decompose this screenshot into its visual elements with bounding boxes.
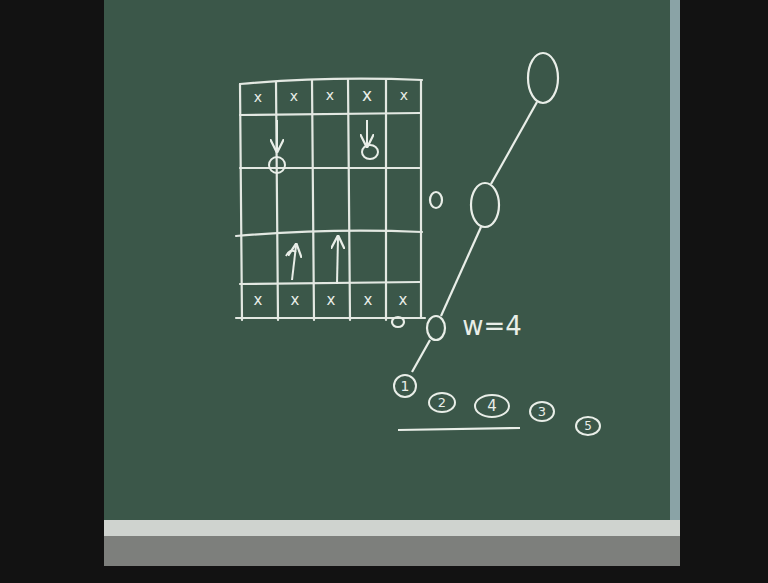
board-surface <box>104 0 678 525</box>
table-cell: x <box>399 293 408 308</box>
chalk-tray <box>104 520 680 536</box>
numbered-circle: 3 <box>529 401 555 422</box>
table-cell: x <box>290 89 298 103</box>
grid-table <box>236 79 425 320</box>
table-cell: x <box>400 88 408 102</box>
table-cell: x <box>291 293 300 308</box>
numbered-circle: 5 <box>575 416 601 436</box>
circle-number: 4 <box>487 399 497 414</box>
table-cell: x <box>362 87 372 104</box>
cell-arrows <box>269 120 378 284</box>
circle-number: 5 <box>584 420 592 432</box>
table-cell: x <box>327 293 336 308</box>
table-cell: x <box>254 293 263 308</box>
numbered-circle: 4 <box>474 394 510 418</box>
circle-number: 2 <box>438 396 446 409</box>
circle-number: 3 <box>538 405 546 418</box>
weight-note: w=4 <box>462 313 522 339</box>
numbered-circle: 1 <box>393 374 417 398</box>
tree-drawing <box>392 53 558 430</box>
table-cell: x <box>364 293 373 308</box>
table-cell: x <box>326 88 334 102</box>
chalk-tray-shadow <box>104 536 680 566</box>
table-cell: x <box>254 90 262 104</box>
board-frame <box>670 0 680 530</box>
numbered-circle: 2 <box>428 392 456 413</box>
circle-number: 1 <box>401 379 410 393</box>
